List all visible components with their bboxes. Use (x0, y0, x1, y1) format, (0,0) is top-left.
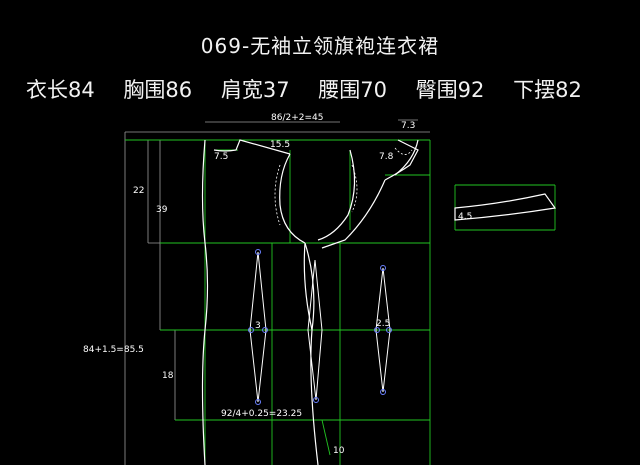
label-shoulder: 15.5 (270, 140, 290, 150)
spec-shoulder: 肩宽37 (220, 78, 290, 102)
label-collar-width: 7.3 (401, 121, 415, 131)
spec-hip: 臀围92 (415, 78, 485, 102)
markers (248, 249, 392, 405)
spec-hem: 下摆82 (513, 78, 582, 102)
label-back-neck-depth: 7.5 (214, 152, 228, 162)
label-armhole-depth: 22 (133, 186, 144, 196)
label-collar-height: 4.5 (458, 212, 472, 222)
label-hem: 10 (333, 446, 345, 456)
label-front-neck-drop: 7.8 (379, 152, 394, 162)
dashed-hints (274, 147, 413, 226)
label-hip-depth: 18 (162, 371, 174, 381)
measurement-specs: 衣长84 胸围86 肩宽37 腰围70 臀围92 下摆82 (26, 74, 604, 104)
label-dart-back: 3 (255, 321, 261, 331)
pattern-labels: 86/2+2=45 7.3 7.8 7.5 15.5 22 39 84+1.5=… (83, 113, 472, 456)
label-bust-calc: 86/2+2=45 (271, 113, 323, 123)
label-waist-depth: 39 (156, 205, 168, 215)
construction-lines (125, 139, 556, 465)
label-hip-calc: 92/4+0.25=23.25 (221, 409, 302, 419)
spec-bust: 胸围86 (123, 78, 193, 102)
pattern-title: 069-无袖立领旗袍连衣裙 (200, 34, 440, 58)
label-dart-front: 2.5 (376, 319, 390, 329)
label-length-calc: 84+1.5=85.5 (83, 345, 144, 355)
spec-length: 衣长84 (26, 78, 95, 102)
spec-waist: 腰围70 (318, 78, 387, 102)
garment-outline (201, 139, 557, 465)
darts (249, 251, 391, 403)
